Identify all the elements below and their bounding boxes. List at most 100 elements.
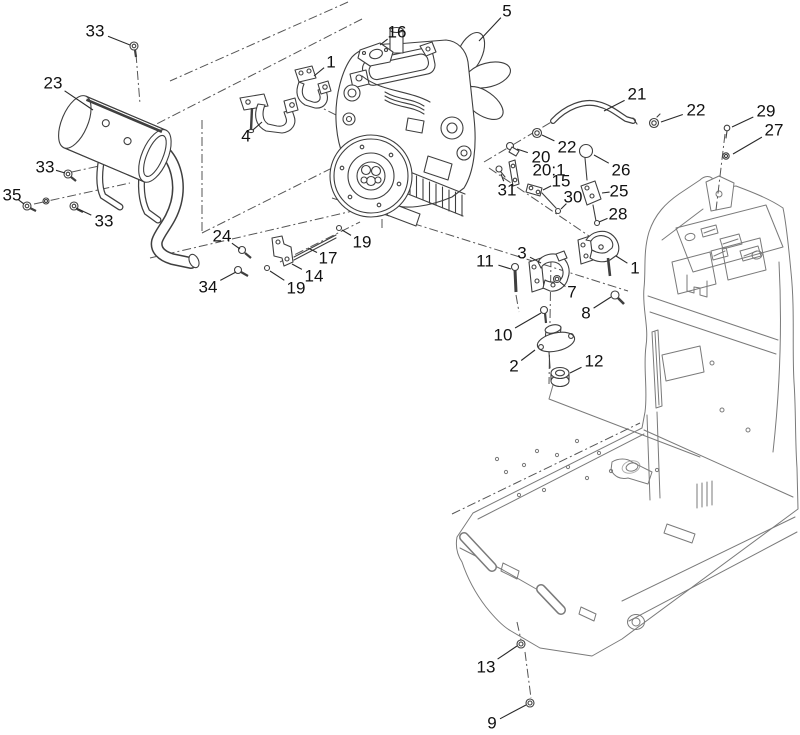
callout-leader-19 (269, 270, 285, 281)
callout-leader-9 (499, 704, 527, 720)
washer-27 (722, 152, 730, 160)
part-number-21: 21 (628, 85, 647, 104)
washer-7 (552, 274, 562, 284)
callout-leader-7 (559, 281, 566, 287)
part-number-20:1: 20:1 (532, 161, 565, 180)
frame-mount-tab (705, 175, 735, 212)
callout-leader-16 (379, 38, 388, 46)
nut-22-left (531, 127, 543, 139)
callout-leader-12 (569, 366, 582, 374)
callout-leader-25 (601, 191, 610, 194)
callout-leader-22 (660, 113, 683, 123)
callout-leader-31 (500, 173, 505, 182)
callout-leader-3 (529, 256, 542, 264)
screw-30 (554, 207, 562, 215)
callout-leader-29 (731, 116, 754, 128)
bracket-1-left (294, 65, 332, 109)
part-number-34: 34 (199, 278, 218, 297)
part-number-25: 25 (610, 182, 629, 201)
part-number-4: 4 (241, 127, 250, 146)
rod-17 (293, 234, 337, 261)
part-number-3: 3 (517, 244, 526, 263)
part-number-7: 7 (567, 283, 576, 302)
callout-leader-13 (497, 645, 518, 660)
callout-leader-17 (307, 247, 318, 253)
callout-leader-15 (542, 185, 552, 191)
right-bottom-fasteners (516, 124, 731, 708)
callout-leader-30 (560, 203, 567, 210)
knob-26 (578, 143, 594, 159)
part-number-11: 11 (476, 252, 494, 271)
bracket-3 (528, 250, 570, 293)
engine (329, 26, 511, 227)
bolt-8 (610, 290, 625, 305)
callout-leader-1 (313, 67, 325, 77)
part-number-33: 33 (36, 158, 55, 177)
callout-leader-1 (615, 255, 628, 264)
callout-leader-2 (520, 349, 536, 361)
throttle-lever-group (495, 143, 602, 227)
callout-leader-26 (593, 154, 610, 164)
bolt-33-mid (63, 169, 77, 182)
callout-leader-4 (252, 121, 263, 131)
mount-2 (536, 324, 576, 369)
muffler (58, 95, 200, 269)
bolt-10 (539, 305, 549, 324)
bolt-29 (723, 124, 731, 139)
part-number-12: 12 (585, 352, 604, 371)
clamp-22-right (648, 113, 661, 129)
nut-13 (516, 639, 526, 649)
bolt-24 (237, 245, 252, 259)
bolt-34 (233, 265, 249, 277)
callout-leader-35 (18, 199, 25, 205)
callout-leader-8 (593, 296, 612, 309)
callout-leader-27 (732, 136, 763, 155)
part-number-8: 8 (581, 304, 590, 323)
part-number-27: 27 (765, 121, 784, 140)
bracket-1-right (577, 230, 620, 277)
lever-bracket-25 (580, 180, 602, 206)
engine-mount-group (510, 230, 625, 388)
bolt-31 (495, 165, 503, 173)
callout-leader-5 (478, 17, 502, 42)
flywheel (329, 134, 413, 218)
lift-bracket (419, 41, 437, 57)
part-number-19: 19 (287, 279, 306, 298)
part-number-22: 22 (687, 101, 706, 120)
callout-leader-14 (291, 263, 303, 270)
part-number-20: 20 (532, 148, 551, 167)
part-number-23: 23 (44, 74, 63, 93)
part-number-26: 26 (612, 161, 631, 180)
part-number-9: 9 (487, 714, 496, 733)
callout-leader-28 (598, 217, 608, 223)
deck-stamp-plates (700, 224, 762, 262)
callout-leader-22 (541, 134, 555, 142)
callout-leader-10 (514, 312, 542, 329)
callout-leader-19 (341, 229, 352, 236)
bolt-35 (22, 197, 50, 212)
part-number-31: 31 (498, 181, 517, 200)
part-number-30: 30 (564, 188, 583, 207)
exhaust-pipe (150, 144, 200, 269)
part-number-2: 2 (509, 357, 518, 376)
bracket-4 (239, 93, 299, 134)
part-number-29: 29 (757, 102, 776, 121)
part-number-22: 22 (558, 138, 577, 157)
chassis-frame (455, 175, 799, 657)
callout-leader-24 (231, 242, 241, 250)
link-15 (525, 183, 543, 197)
part-number-16: 16 (388, 23, 407, 42)
callout-leader-23 (64, 90, 94, 111)
part-number-33: 33 (95, 212, 114, 231)
part-number-5: 5 (502, 2, 511, 21)
part-number-15: 15 (552, 172, 571, 191)
bolt-11 (510, 262, 520, 293)
part-number-35: 35 (3, 186, 22, 205)
fitting-20 (505, 141, 520, 157)
muffler-bracket-group (233, 224, 343, 277)
bolt-28 (593, 219, 601, 227)
nut-9 (525, 698, 535, 708)
part-number-1: 1 (630, 259, 639, 278)
